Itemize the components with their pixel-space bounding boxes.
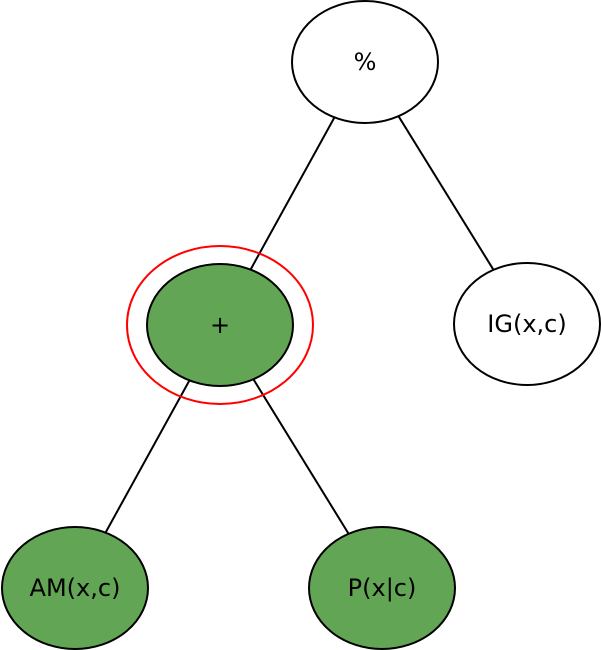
node-plus-label: + <box>210 311 230 339</box>
edge-root-ig <box>397 115 495 271</box>
node-plus: + <box>146 263 294 387</box>
node-plus-ellipse <box>146 263 294 387</box>
edge-root-plus <box>249 116 336 271</box>
edges-layer <box>104 115 495 535</box>
node-ig-ellipse <box>453 262 601 386</box>
node-p-label: P(x|c) <box>348 574 417 602</box>
node-root: % <box>291 0 439 124</box>
node-am-label: AM(x,c) <box>30 574 121 602</box>
node-ig-label: IG(x,c) <box>487 310 566 338</box>
edge-plus-am <box>104 379 191 534</box>
edge-plus-p <box>252 378 350 535</box>
node-am: AM(x,c) <box>1 526 149 650</box>
node-p-ellipse <box>308 526 456 650</box>
highlight-ring <box>126 245 314 405</box>
node-root-label: % <box>354 48 377 76</box>
node-root-ellipse <box>291 0 439 124</box>
node-p: P(x|c) <box>308 526 456 650</box>
node-am-ellipse <box>1 526 149 650</box>
node-ig: IG(x,c) <box>453 262 601 386</box>
